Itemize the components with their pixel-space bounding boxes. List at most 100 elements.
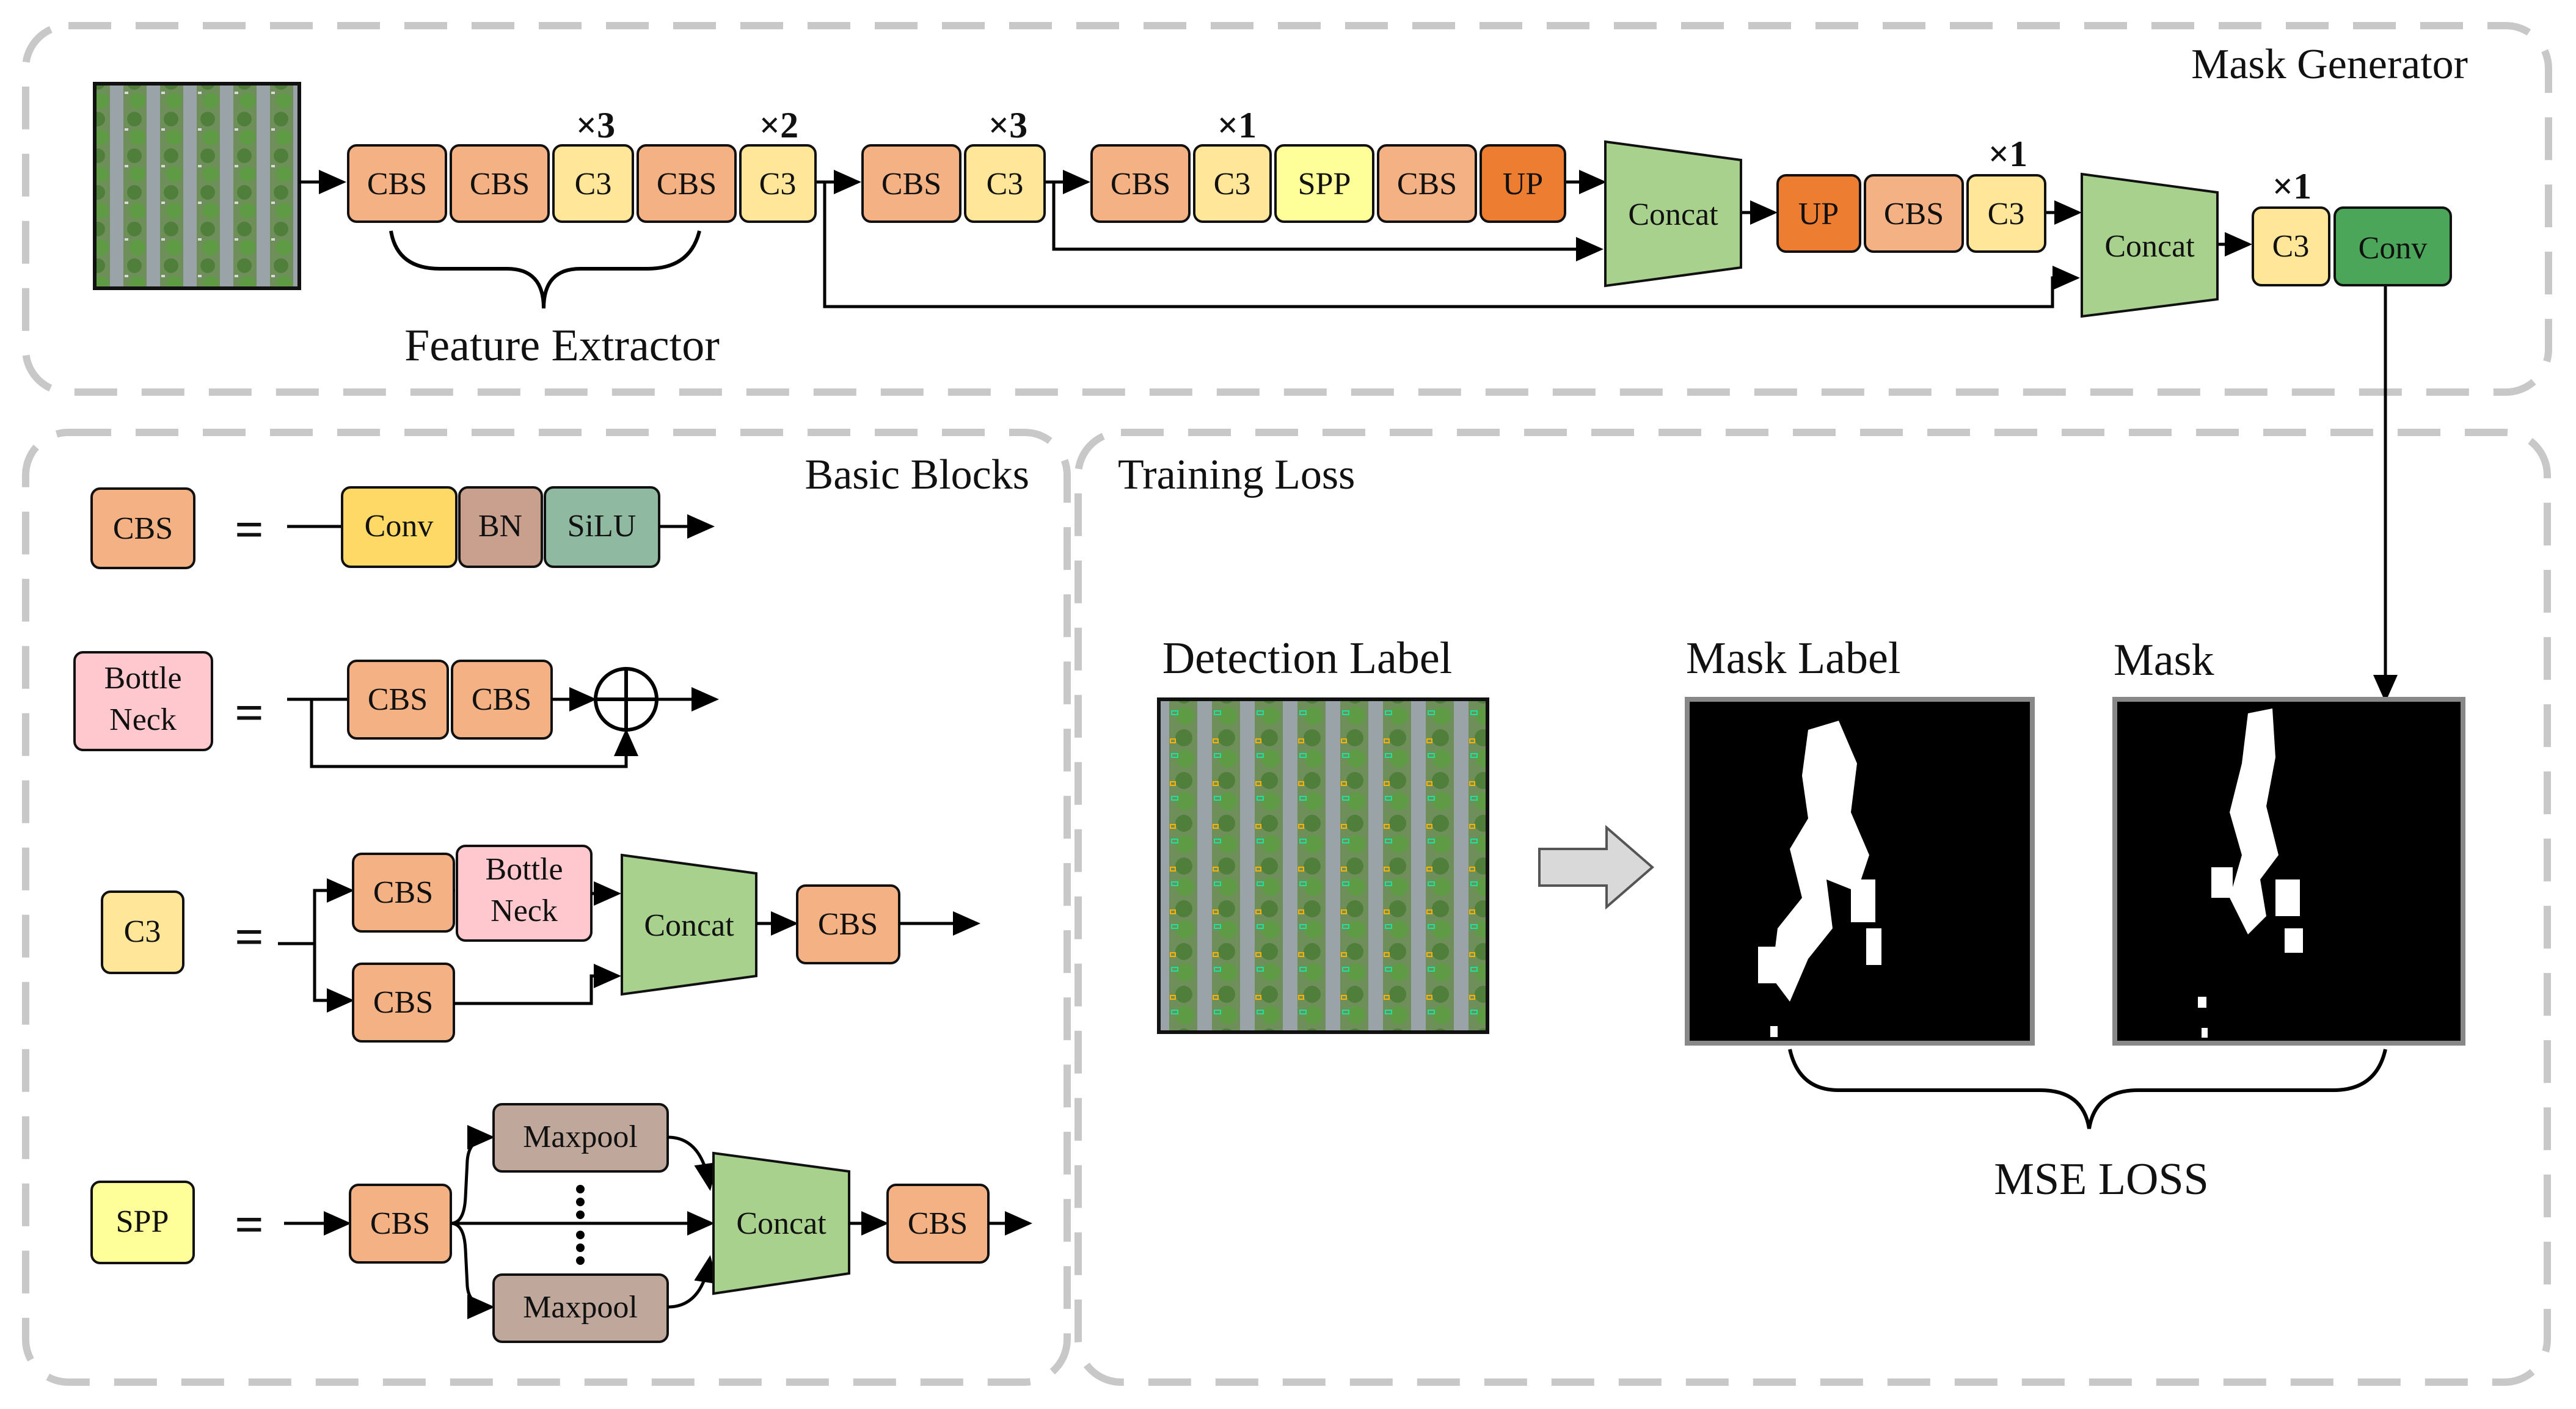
concat-block: Concat	[712, 1151, 850, 1295]
svg-text:Neck: Neck	[109, 702, 177, 737]
cbs-block: CBS	[347, 660, 449, 740]
svg-text:CBS: CBS	[818, 907, 878, 942]
mask-generator-panel	[22, 22, 2552, 396]
conv-output-block: Conv	[2333, 206, 2452, 286]
mask-label-image	[1685, 697, 2035, 1046]
cbs-block: CBS	[637, 144, 737, 223]
ellipsis-icon	[576, 1185, 585, 1265]
svg-text:Maxpool: Maxpool	[523, 1290, 638, 1325]
svg-text:C3: C3	[124, 914, 161, 949]
branch-path	[278, 878, 354, 945]
cbs-block: CBS	[352, 853, 455, 933]
svg-text:Concat: Concat	[1628, 197, 1718, 232]
basic-blocks-title: Basic Blocks	[805, 451, 1029, 498]
svg-text:Bottle: Bottle	[104, 661, 181, 696]
c3-block: C3	[552, 144, 634, 223]
multiplier-label: ×2	[759, 105, 798, 145]
bottleneck-legend-block: Bottle Neck	[73, 651, 213, 751]
c3-legend-block: C3	[101, 890, 184, 974]
cbs-block: CBS	[861, 144, 961, 223]
svg-text:Concat: Concat	[644, 908, 734, 943]
branch-path	[450, 1125, 495, 1225]
branch-path	[667, 1255, 718, 1309]
svg-text:C3: C3	[759, 167, 797, 202]
spp-legend-block: SPP	[90, 1181, 195, 1264]
cbs-block: CBS	[886, 1184, 990, 1264]
multiplier-label: ×1	[1217, 105, 1257, 145]
cbs-block: CBS	[347, 144, 447, 223]
training-loss-title: Training Loss	[1118, 451, 1355, 498]
branch-path	[450, 1221, 495, 1319]
mse-loss-brace	[1788, 1049, 2387, 1129]
bottleneck-block: Bottle Neck	[456, 845, 593, 942]
up-block: UP	[1776, 174, 1861, 253]
svg-text:Maxpool: Maxpool	[523, 1120, 638, 1154]
silu-block: SiLU	[544, 486, 660, 568]
detection-label-image	[1157, 697, 1489, 1034]
multiplier-label: ×1	[2272, 166, 2311, 206]
c3-block: C3	[1966, 174, 2046, 253]
svg-text:Concat: Concat	[736, 1206, 826, 1241]
multiplier-label: ×1	[1988, 134, 2027, 174]
svg-text:C3: C3	[987, 167, 1024, 202]
maxpool-block: Maxpool	[492, 1273, 669, 1343]
cbs-block: CBS	[450, 144, 550, 223]
svg-text:Conv: Conv	[2359, 231, 2428, 266]
svg-text:UP: UP	[1798, 197, 1839, 231]
cbs-block: CBS	[1864, 174, 1964, 253]
feature-extractor-label: Feature Extractor	[404, 321, 720, 371]
cbs-block: CBS	[352, 963, 455, 1043]
svg-text:CBS: CBS	[1111, 167, 1170, 202]
svg-text:CBS: CBS	[367, 167, 427, 202]
cbs-block: CBS	[796, 884, 900, 964]
skip-connection	[823, 182, 2080, 308]
multiplier-label: ×3	[988, 105, 1027, 145]
c3-block: C3	[1193, 144, 1272, 223]
svg-text:CBS: CBS	[657, 167, 717, 202]
svg-text:CBS: CBS	[368, 682, 428, 717]
svg-text:C3: C3	[1988, 197, 2025, 231]
concat-block: Concat	[621, 853, 757, 996]
bn-block: BN	[458, 486, 543, 568]
svg-text:Bottle: Bottle	[485, 852, 563, 887]
skip-connection	[1052, 182, 1604, 261]
cbs-block: CBS	[451, 660, 553, 740]
cbs-legend-block: CBS	[90, 487, 195, 569]
svg-text:CBS: CBS	[908, 1206, 968, 1241]
branch-path	[454, 964, 621, 1005]
svg-text:CBS: CBS	[1884, 197, 1944, 231]
c3-block: C3	[2252, 206, 2330, 286]
input-aerial-image	[93, 82, 301, 290]
svg-text:CBS: CBS	[373, 985, 433, 1020]
svg-text:C3: C3	[1214, 167, 1251, 202]
svg-text:SPP: SPP	[1298, 167, 1351, 202]
cbs-block: CBS	[349, 1184, 452, 1264]
training-loss-panel	[1075, 429, 2551, 1386]
spp-block: SPP	[1274, 144, 1374, 223]
equals-sign: =	[235, 501, 264, 558]
mask-title: Mask	[2114, 635, 2214, 685]
c3-block: C3	[739, 144, 817, 223]
cbs-block: CBS	[1090, 144, 1191, 223]
up-block: UP	[1480, 144, 1566, 223]
svg-text:Conv: Conv	[365, 509, 434, 544]
concat-block: Concat	[2081, 172, 2219, 318]
mask-generator-title: Mask Generator	[2191, 41, 2468, 88]
feature-extractor-brace	[389, 230, 701, 309]
svg-text:CBS: CBS	[370, 1206, 430, 1241]
svg-text:CBS: CBS	[881, 167, 941, 202]
svg-text:C3: C3	[2272, 229, 2310, 264]
equals-sign: =	[235, 909, 264, 966]
branch-path	[667, 1135, 719, 1191]
equals-sign: =	[235, 685, 264, 741]
basic-blocks-panel	[22, 429, 1071, 1386]
residual-path	[287, 697, 638, 768]
svg-text:Concat: Concat	[2104, 229, 2195, 264]
svg-text:SPP: SPP	[116, 1204, 169, 1239]
right-arrow-icon	[1538, 825, 1655, 910]
mse-loss-label: MSE LOSS	[1994, 1154, 2209, 1204]
svg-text:CBS: CBS	[1397, 167, 1457, 202]
mask-label-title: Mask Label	[1686, 633, 1900, 683]
add-icon	[594, 667, 659, 732]
